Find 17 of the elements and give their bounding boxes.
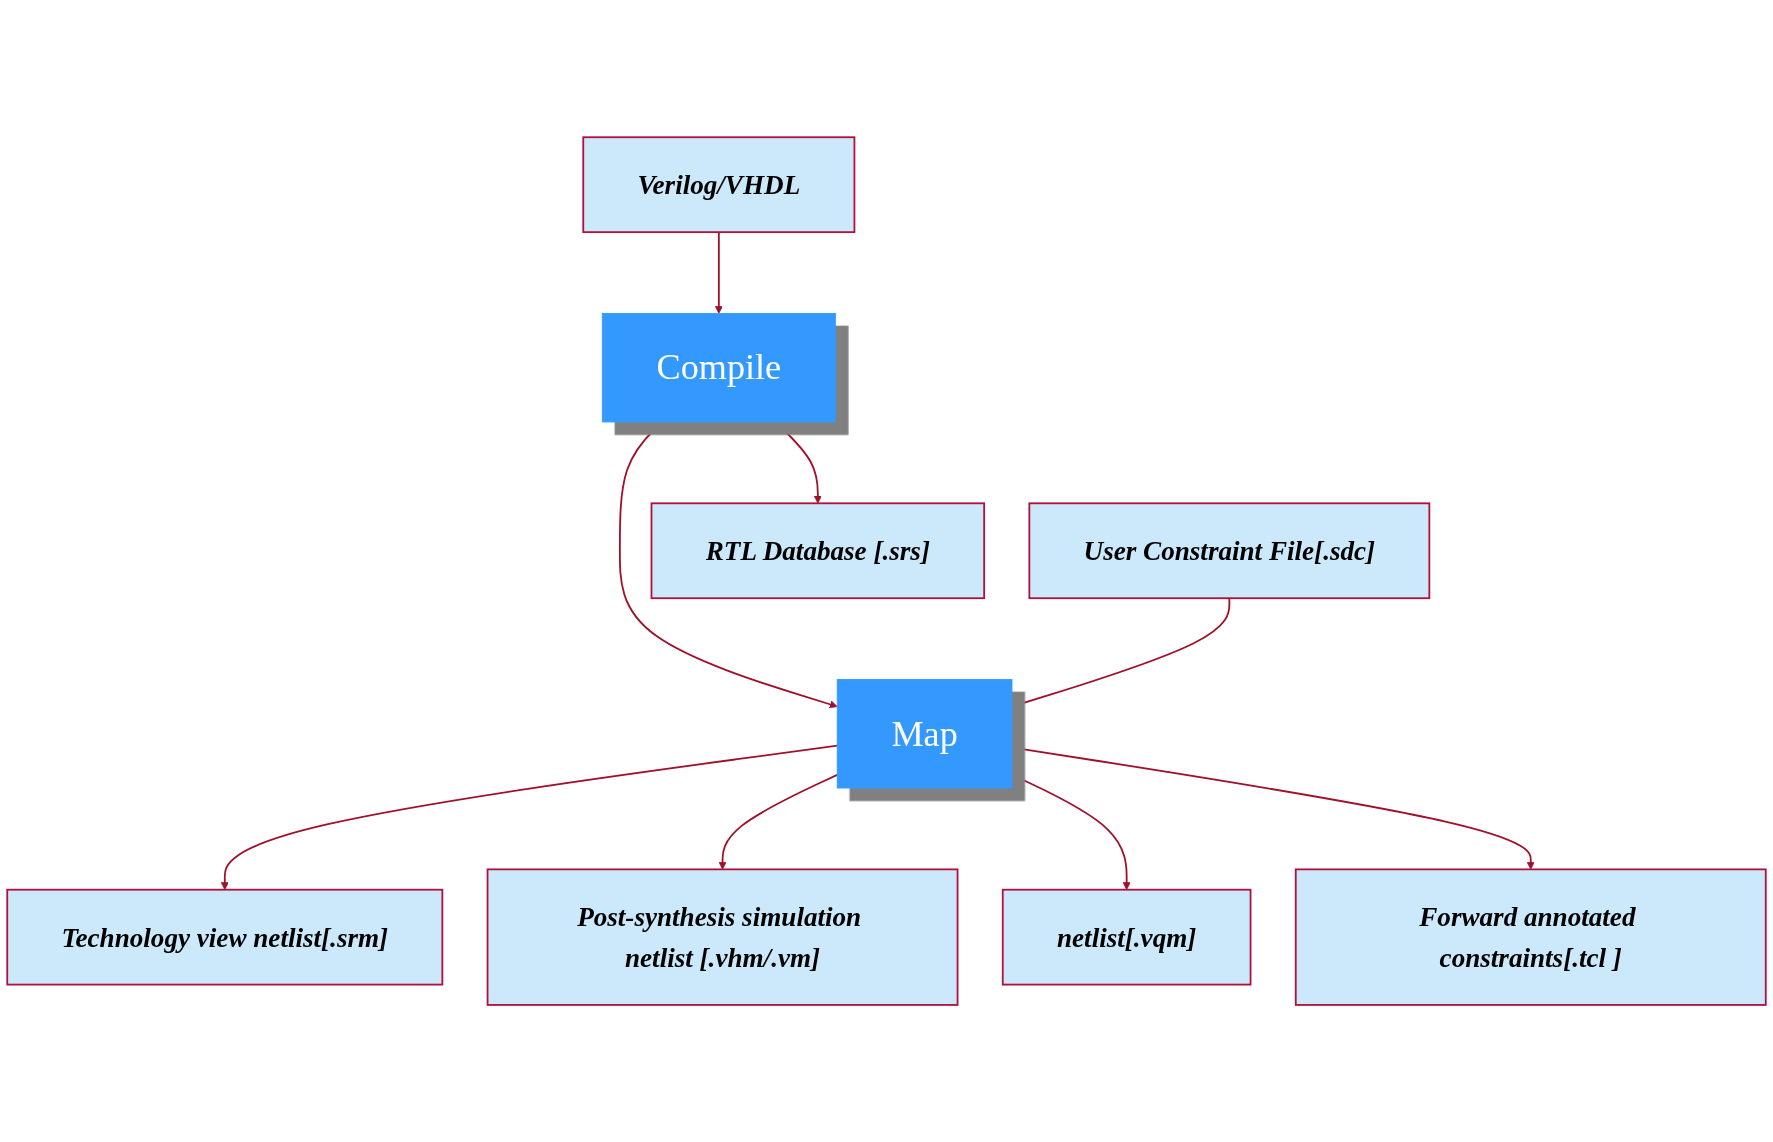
arrow (1011, 773, 1131, 890)
node-box: RTL Database [.srs] (650, 502, 986, 599)
arrow (718, 773, 839, 870)
node-box: Map (836, 679, 1013, 789)
arrow (1011, 746, 1535, 870)
arrow (618, 420, 838, 709)
arrow (714, 231, 723, 314)
node-box: Compile (601, 312, 836, 423)
arrow (220, 744, 839, 890)
node-box: netlist[.vqm] (1001, 888, 1252, 986)
node-box: Verilog/VHDL (582, 136, 856, 233)
node-box: User Constraint File[.sdc] (1028, 502, 1431, 599)
node-box: Post-synthesis simulation netlist [.vhm/.vm] (486, 868, 959, 1006)
node-box: Forward annotated constraints[.tcl ] (1294, 868, 1767, 1006)
node-box: Technology view netlist[.srm] (6, 888, 444, 986)
arrow (774, 420, 822, 504)
arrow (1011, 597, 1231, 709)
